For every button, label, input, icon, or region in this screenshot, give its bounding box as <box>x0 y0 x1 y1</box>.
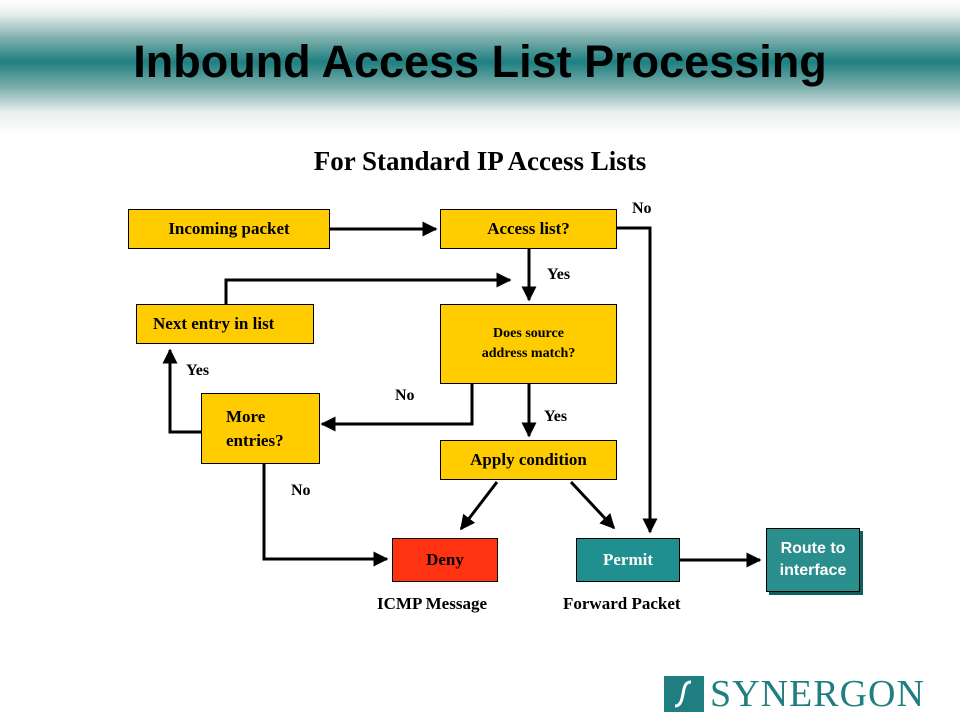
edge-label-more-no: No <box>291 482 311 499</box>
permit-box: Permit <box>576 538 680 582</box>
access-list-box: Access list? <box>440 209 617 249</box>
edge-label-match-yes: Yes <box>544 408 568 425</box>
apply-condition-label: Apply condition <box>470 450 587 469</box>
page-title: Inbound Access List Processing <box>133 36 827 87</box>
edge-label-match-no: No <box>395 387 415 404</box>
arrow-next-entry-loop <box>224 272 512 304</box>
source-match-label-line1: Does source <box>493 326 564 341</box>
page-subtitle: For Standard IP Access Lists <box>313 146 647 176</box>
source-match-box: Does source address match? <box>440 304 617 384</box>
next-entry-label: Next entry in list <box>153 314 275 333</box>
arrow-more-no <box>262 464 389 567</box>
route-label-line2: interface <box>779 562 847 579</box>
arrow-access-no <box>617 226 658 534</box>
source-match-label-line2: address match? <box>481 346 576 361</box>
apply-condition-box: Apply condition <box>440 440 617 480</box>
deny-label: Deny <box>426 550 464 569</box>
synergon-logo-text: SYNERGON <box>710 673 925 715</box>
deny-caption: ICMP Message <box>377 594 488 613</box>
incoming-packet-label: Incoming packet <box>168 219 290 238</box>
edge-label-more-yes: Yes <box>186 362 210 379</box>
more-entries-box: More entries? <box>201 393 320 464</box>
route-label-line1: Route to <box>780 540 846 557</box>
permit-label: Permit <box>602 550 654 569</box>
route-to-interface-box: Route to interface <box>766 528 860 592</box>
arrow-match-no <box>320 384 474 432</box>
arrow-apply-deny <box>459 481 499 531</box>
deny-box: Deny <box>392 538 498 582</box>
next-entry-box: Next entry in list <box>136 304 314 344</box>
incoming-packet-box: Incoming packet <box>128 209 330 249</box>
edge-label-access-yes: Yes <box>547 266 571 283</box>
title-banner <box>0 0 960 135</box>
arrow-more-yes <box>162 348 201 434</box>
synergon-logo-icon <box>664 676 704 712</box>
edge-label-access-no: No <box>632 200 652 217</box>
permit-caption: Forward Packet <box>563 594 681 613</box>
more-entries-label-line2: entries? <box>226 430 284 450</box>
access-list-label: Access list? <box>487 219 570 238</box>
more-entries-label-line1: More <box>226 406 266 426</box>
arrow-apply-permit <box>569 480 616 530</box>
